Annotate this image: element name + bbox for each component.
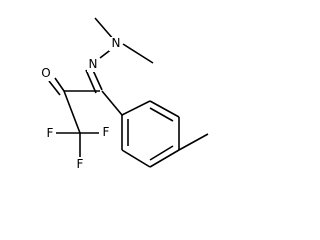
atom-n-amine: N [112,36,121,50]
bonds [48,17,209,168]
molecule-structure: N N O F F F [40,17,209,171]
bond-c1-aryl [101,90,123,116]
molecule-canvas: N N O F F F [40,17,209,171]
atom-f-upper: F [103,125,110,139]
bond-c-o-double-b [48,80,61,96]
atom-f-lower: F [77,157,84,171]
ring-bond-2 [149,100,180,118]
bond-n-c-double-b [85,69,97,94]
bond-methyl-left-n [94,17,115,41]
bond-aryl-methyl [178,133,209,151]
ring-bond-4 [149,149,180,168]
ring-bond-5 [121,149,151,168]
atom-labels: N N O F F F [40,36,121,171]
ring-bond-1 [121,100,151,116]
bond-methyl-right-n [122,43,154,64]
atom-o-carbonyl: O [41,66,50,80]
ring-inner-bond-1 [149,107,174,122]
atom-f-left: F [47,126,54,140]
atom-n-imine: N [89,57,98,71]
ring-inner-bond-2 [149,145,174,161]
bond-c-o-double-a [54,77,65,92]
bond-c2-cf3 [63,90,81,134]
